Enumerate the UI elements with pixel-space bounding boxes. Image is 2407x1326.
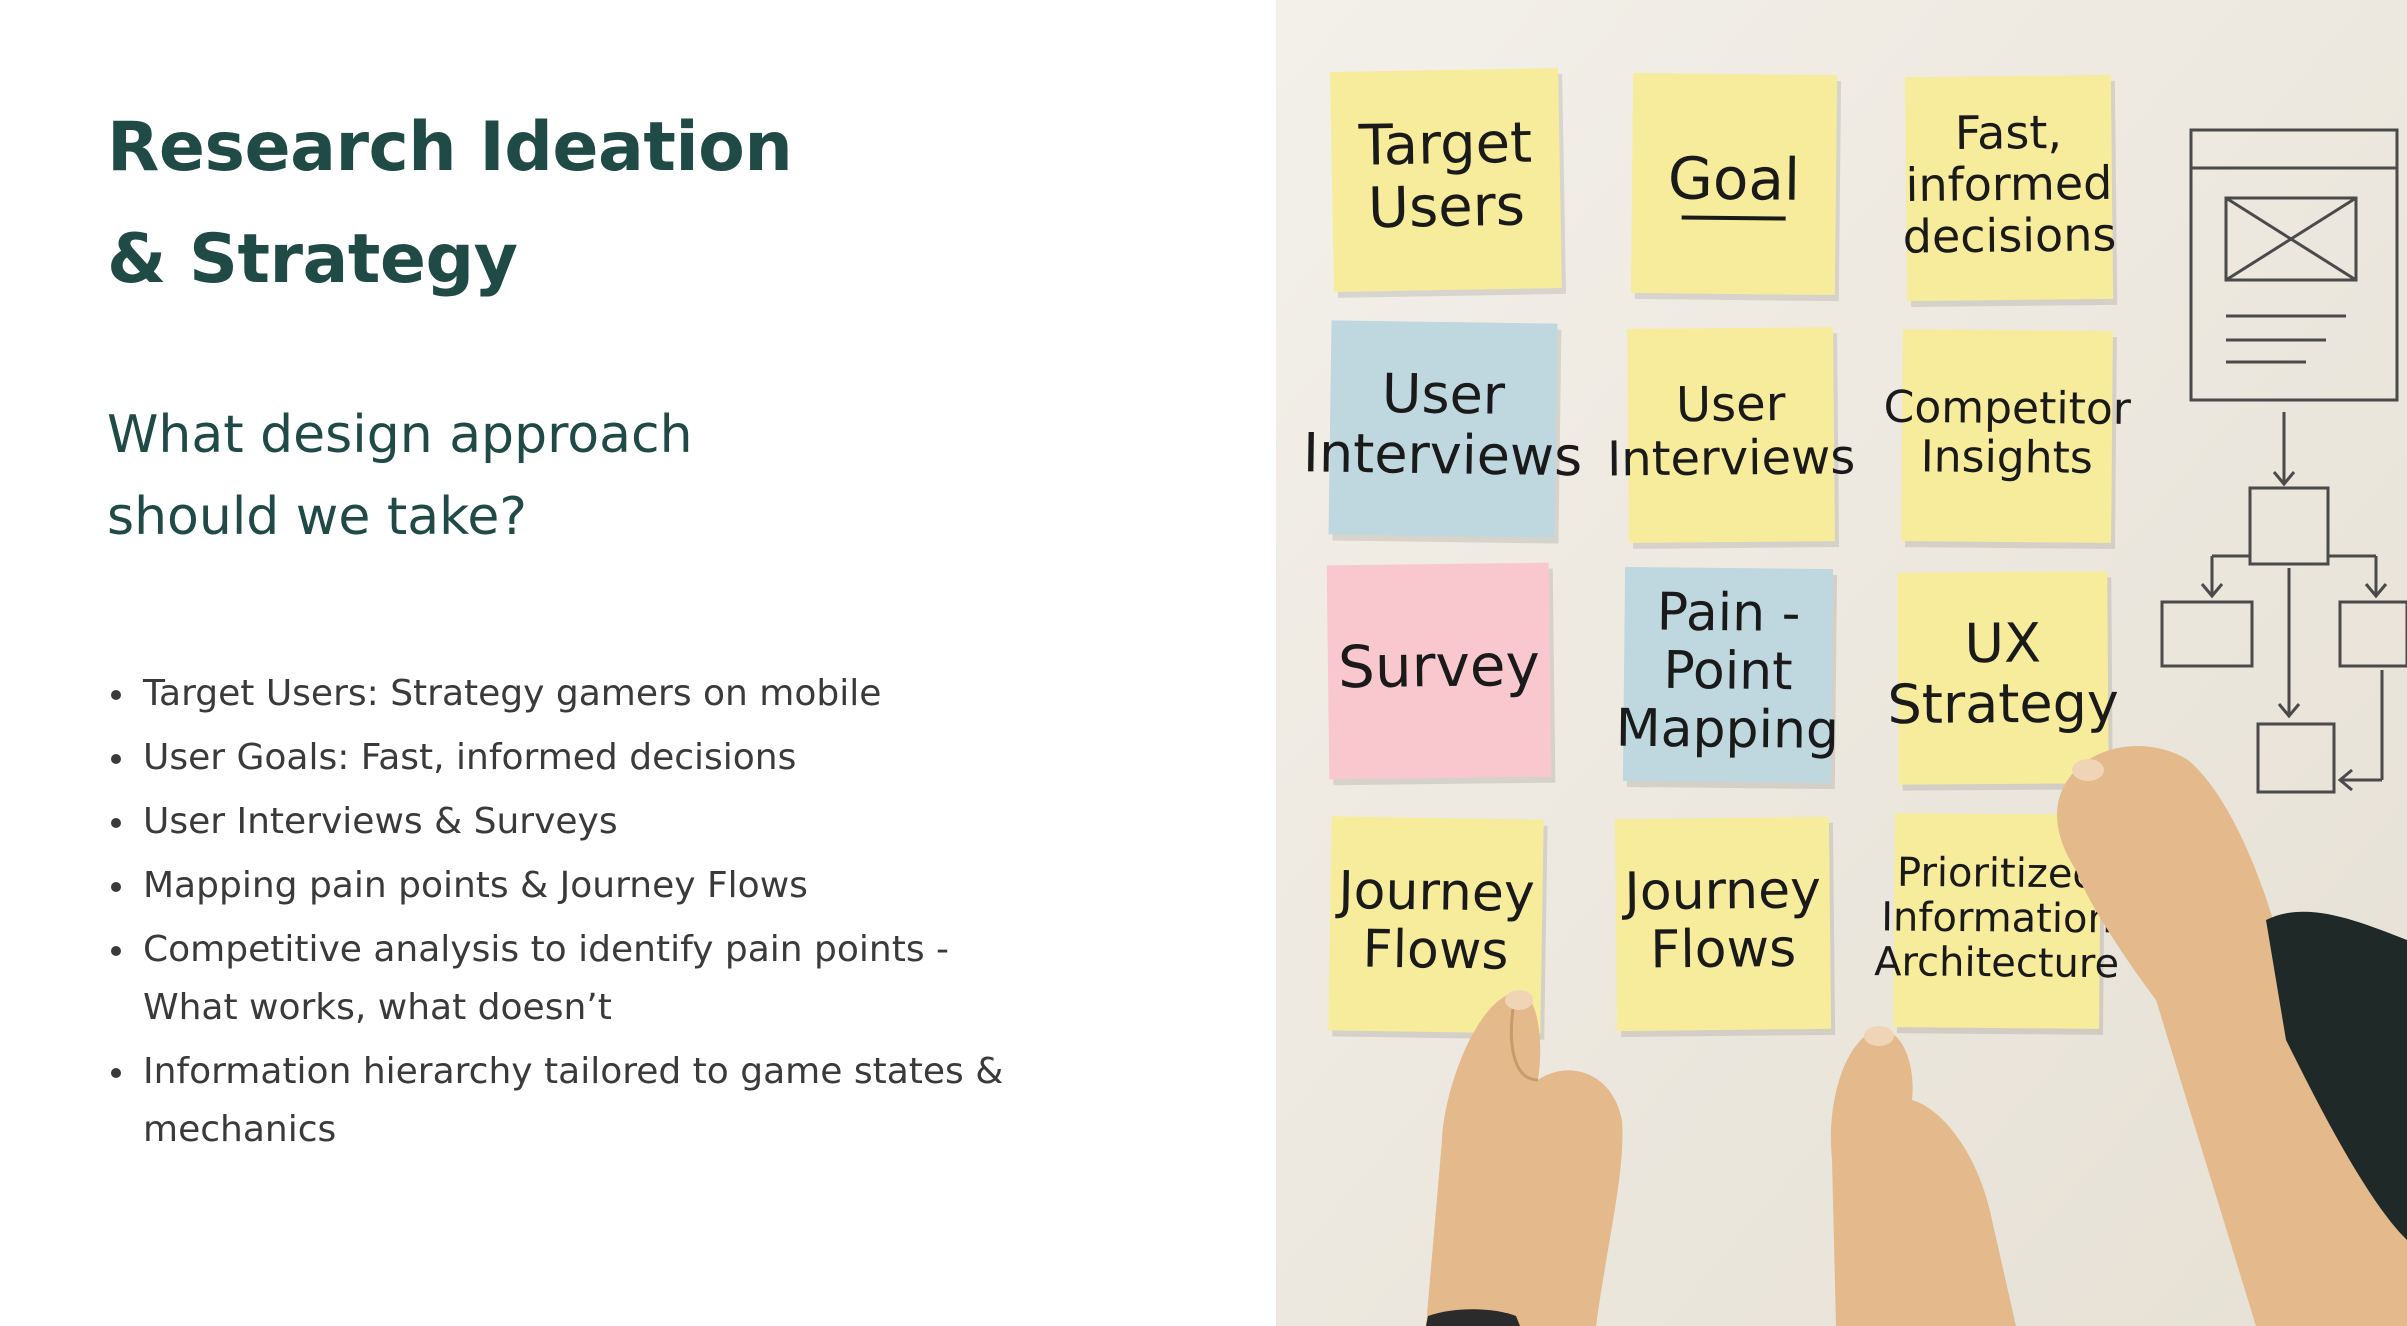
sticky-note-text: Fast, bbox=[1955, 105, 2063, 160]
bullet-item: Information hierarchy tailored to game s… bbox=[107, 1043, 1067, 1159]
sticky-note-text: Interviews bbox=[1607, 429, 1856, 487]
sticky-note-paper bbox=[1328, 816, 1544, 1034]
sticky-note-text: Pain - bbox=[1657, 583, 1801, 645]
left-hand bbox=[1426, 990, 1623, 1326]
sticky-note-paper bbox=[1630, 72, 1838, 296]
bullet-text: mechanics bbox=[143, 1109, 337, 1150]
sticky-note-text: Goal bbox=[1668, 144, 1801, 213]
sticky-note-text: Flows bbox=[1362, 919, 1509, 981]
sticky-note-paper bbox=[1622, 566, 1834, 784]
sticky-note-text: Users bbox=[1368, 174, 1526, 242]
sticky-note-text: Point bbox=[1663, 641, 1793, 702]
slide-title-line-2: & Strategy bbox=[107, 220, 518, 299]
sticky-note-text: Architecture bbox=[1874, 939, 2119, 987]
bullet-text: Target Users: Strategy gamers on mobile bbox=[143, 673, 882, 714]
sticky-note-paper bbox=[1901, 329, 2113, 543]
bullet-item: Competitive analysis to identify pain po… bbox=[107, 921, 1067, 1037]
sticky-note-paper bbox=[1330, 68, 1562, 292]
bullet-list: Target Users: Strategy gamers on mobile … bbox=[107, 665, 1067, 1165]
sticky-note-text: Strategy bbox=[1887, 671, 2119, 736]
wireframe-sketch bbox=[2189, 128, 2399, 402]
sticky-note-paper bbox=[1904, 74, 2114, 302]
sticky-note-text: Insights bbox=[1921, 431, 2093, 483]
sticky-note-text: User bbox=[1676, 376, 1786, 433]
bullet-text: User Goals: Fast, informed decisions bbox=[143, 737, 797, 778]
flowchart-sketch bbox=[2160, 412, 2407, 794]
sticky-note-text: Interviews bbox=[1303, 421, 1583, 488]
sticky-note-text: UX bbox=[1964, 612, 2041, 676]
sticky-note: Goal bbox=[1630, 72, 1842, 302]
bullet-text: Competitive analysis to identify pain po… bbox=[143, 929, 950, 970]
bullet-text: Information hierarchy tailored to game s… bbox=[143, 1051, 1004, 1092]
right-hand bbox=[2057, 746, 2407, 1326]
sticky-note-text: Flows bbox=[1650, 919, 1796, 981]
sticky-note-text: decisions bbox=[1902, 207, 2116, 263]
sticky-note-paper bbox=[1326, 562, 1552, 780]
sticky-note-text: Journey bbox=[1335, 861, 1535, 924]
slide-title: Research Ideation & Strategy bbox=[107, 92, 793, 316]
sticky-note-text: Competitor bbox=[1883, 382, 2132, 435]
bullet-item: User Goals: Fast, informed decisions bbox=[107, 729, 1067, 787]
slide-text-panel: Research Ideation & Strategy What design… bbox=[107, 92, 1067, 1165]
sticky-note-paper bbox=[1614, 816, 1832, 1032]
middle-hand bbox=[1830, 1026, 2016, 1326]
sticky-note-text: Journey bbox=[1621, 860, 1821, 922]
left-sleeve bbox=[1426, 1309, 1520, 1326]
sticky-note-paper bbox=[1893, 813, 2101, 1029]
sticky-note-text: Prioritized bbox=[1897, 850, 2098, 898]
sticky-note-text: informed bbox=[1905, 156, 2112, 212]
bullet-text: Mapping pain points & Journey Flows bbox=[143, 865, 808, 906]
sticky-note-text: Mapping bbox=[1616, 699, 1840, 761]
bullet-text: What works, what doesn’t bbox=[143, 987, 612, 1028]
slide-subtitle: What design approach should we take? bbox=[107, 394, 693, 558]
goal-underline bbox=[1681, 215, 1786, 221]
bullet-item: Target Users: Strategy gamers on mobile bbox=[107, 665, 1067, 723]
bullet-item: User Interviews & Surveys bbox=[107, 793, 1067, 851]
slide-subtitle-line-1: What design approach bbox=[107, 405, 693, 465]
slide-title-line-1: Research Ideation bbox=[107, 108, 793, 187]
sticky-note-paper bbox=[1328, 320, 1558, 538]
sticky-note-paper bbox=[1897, 571, 2109, 785]
sticky-note-text: Survey bbox=[1338, 631, 1541, 701]
sticky-note-text: Target bbox=[1357, 111, 1532, 179]
bullet-text: User Interviews & Surveys bbox=[143, 801, 618, 842]
sticky-note-text: Information bbox=[1881, 894, 2113, 942]
bullet-item: Mapping pain points & Journey Flows bbox=[107, 857, 1067, 915]
slide-subtitle-line-2: should we take? bbox=[107, 487, 527, 547]
sticky-note-paper bbox=[1627, 327, 1835, 543]
sticky-note: Survey bbox=[1326, 562, 1556, 786]
sticky-note-text: User bbox=[1382, 362, 1507, 427]
